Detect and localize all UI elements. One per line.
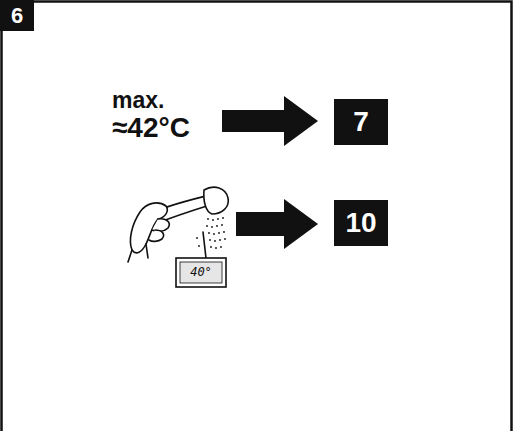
step-number-box: 6 bbox=[0, 0, 34, 31]
temperature-limit: max. ≈42°C bbox=[112, 84, 224, 143]
display-window bbox=[180, 262, 222, 283]
step-number: 10 bbox=[345, 209, 376, 237]
water-spray bbox=[196, 217, 226, 249]
step-number-box: 10 bbox=[334, 200, 388, 246]
thermometer-display bbox=[176, 258, 226, 287]
step-number: 6 bbox=[11, 5, 23, 27]
display-reading: 40° bbox=[181, 266, 221, 278]
step-number-box: 7 bbox=[334, 99, 388, 145]
block-arrow bbox=[236, 199, 318, 249]
block-arrow bbox=[222, 96, 318, 146]
step-number: 7 bbox=[353, 108, 369, 136]
shower-hand-figure bbox=[128, 187, 228, 262]
